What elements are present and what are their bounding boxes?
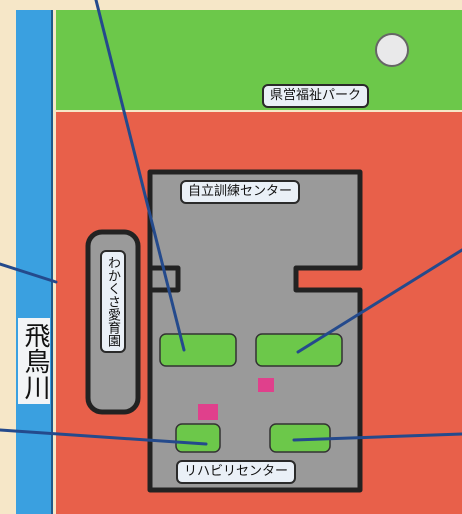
pink-marker-1 <box>258 378 274 392</box>
rehab-center-label: リハビリセンター <box>176 460 297 484</box>
green-patch-1 <box>159 333 237 367</box>
wakakusa-label: わかくさ愛育園 <box>100 250 126 353</box>
circle-icon <box>375 33 409 67</box>
pink-marker-2 <box>198 404 218 420</box>
pointer-line-left-upper <box>0 262 58 284</box>
pointer-lines <box>0 0 462 446</box>
pointer-line-right-lower <box>292 432 462 442</box>
green-patch-3 <box>175 423 221 453</box>
training-center-label: 自立訓練センター <box>180 180 301 204</box>
pointer-line-left-lower <box>0 428 208 446</box>
river <box>16 10 52 514</box>
pointer-line-top <box>94 0 186 352</box>
pointer-line-right-upper <box>296 248 462 354</box>
river-label: 飛鳥川 <box>18 318 50 404</box>
park-label: 県営福祉パーク <box>262 84 370 108</box>
